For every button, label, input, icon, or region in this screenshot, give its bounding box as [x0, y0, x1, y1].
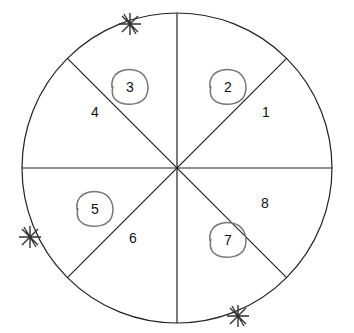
asterisk-marks [19, 13, 249, 327]
sector-lines [22, 13, 332, 323]
asterisk-mark [19, 226, 41, 248]
sector-number: 1 [262, 105, 270, 119]
sector-number: 8 [261, 196, 269, 210]
divider-line [67, 58, 286, 277]
outer-circle [22, 13, 332, 323]
asterisk-mark [119, 13, 141, 35]
hand-circle [77, 192, 113, 227]
sector-number: 4 [91, 105, 99, 119]
hand-circles [77, 70, 246, 258]
hand-circle [210, 223, 246, 258]
hand-circle [112, 70, 148, 105]
sector-number: 6 [129, 231, 137, 245]
sector-number: 3 [126, 80, 134, 94]
hand-circle [210, 70, 246, 105]
sector-number: 7 [224, 233, 232, 247]
sector-number: 2 [224, 80, 232, 94]
divider-line [67, 58, 286, 277]
asterisk-mark [227, 305, 249, 327]
sector-number: 5 [91, 202, 99, 216]
